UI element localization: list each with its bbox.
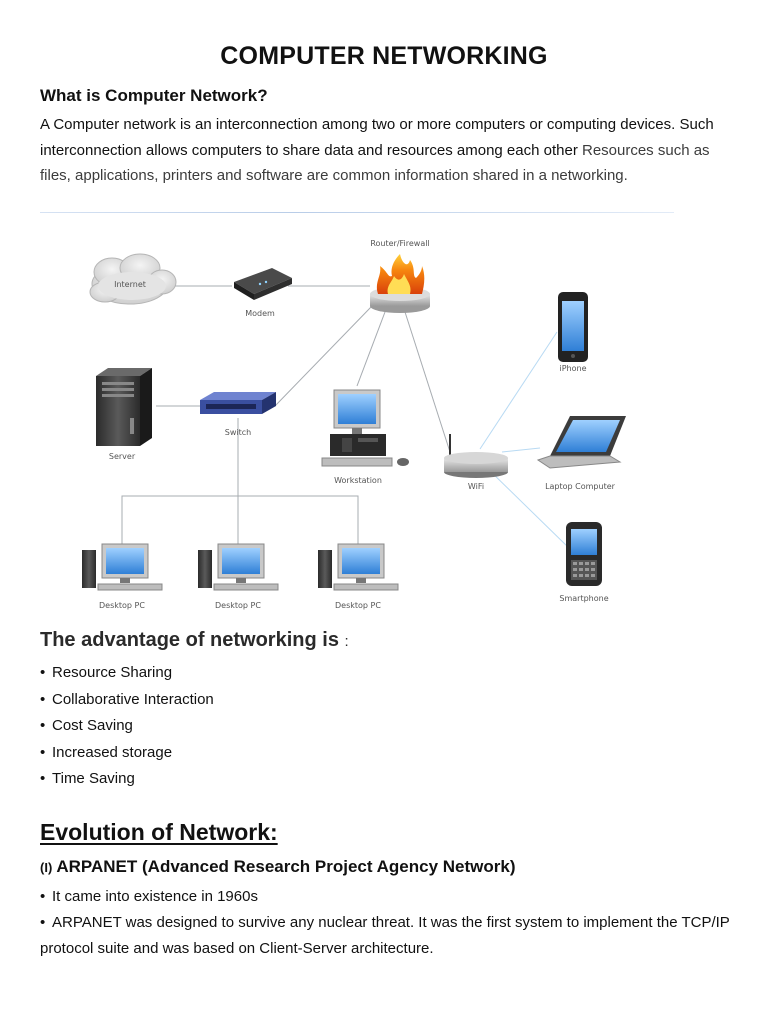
subsection-heading-arpanet: (I) ARPANET (Advanced Research Project A… <box>40 857 516 877</box>
wireless-links <box>479 331 571 550</box>
divider-line <box>40 212 674 213</box>
arpanet-list: •It came into existence in 1960s •ARPANE… <box>40 884 740 962</box>
bullet-icon: • <box>40 888 46 905</box>
modem-icon <box>234 268 292 300</box>
server-icon <box>96 368 152 446</box>
label-workstation: Workstation <box>334 476 382 485</box>
list-item: •Increased storage <box>40 740 214 767</box>
list-item: •Cost Saving <box>40 713 214 740</box>
bullet-icon: • <box>40 690 46 708</box>
section-heading-what-is-network: What is Computer Network? <box>40 86 268 105</box>
switch-icon <box>200 392 276 414</box>
intro-paragraph: A Computer network is an interconnection… <box>40 112 720 189</box>
internet-cloud-icon <box>89 253 177 305</box>
label-wifi: WiFi <box>468 482 484 491</box>
list-item: •ARPANET was designed to survive any nuc… <box>40 910 740 962</box>
advantages-list: •Resource Sharing •Collaborative Interac… <box>40 660 214 793</box>
label-internet: Internet <box>114 280 146 289</box>
list-item: •Collaborative Interaction <box>40 687 214 714</box>
advantage-heading-colon: : <box>344 633 349 650</box>
network-links <box>121 285 451 546</box>
bullet-icon: • <box>40 664 46 681</box>
label-desktop-pc-1: Desktop PC <box>99 601 145 610</box>
list-item: •Resource Sharing <box>40 660 214 687</box>
bullet-icon: • <box>40 717 46 734</box>
network-diagram: Internet Modem Router/Firewall iPhone <box>60 224 720 624</box>
label-server: Server <box>109 452 136 461</box>
bullet-icon: • <box>40 770 46 787</box>
subsection-number: (I) <box>40 860 53 875</box>
label-switch: Switch <box>225 428 251 437</box>
label-iphone: iPhone <box>559 364 586 373</box>
arpanet-heading-text: ARPANET (Advanced Research Project Agenc… <box>56 857 516 876</box>
list-item: •Time Saving <box>40 766 214 793</box>
list-item: •It came into existence in 1960s <box>40 884 740 910</box>
network-diagram-svg: Internet Modem Router/Firewall iPhone <box>82 239 626 610</box>
iphone-icon <box>558 292 588 362</box>
label-smartphone: Smartphone <box>559 594 608 603</box>
wifi-access-point-icon <box>444 434 508 478</box>
intro-text-secondary: Resources such as files, applications, p… <box>40 141 710 185</box>
laptop-icon <box>536 416 626 469</box>
firewall-router-icon <box>370 254 430 313</box>
workstation-icon <box>321 389 409 467</box>
bullet-icon: • <box>40 743 46 761</box>
label-laptop: Laptop Computer <box>545 482 616 491</box>
smartphone-icon <box>566 522 602 586</box>
section-heading-advantages: The advantage of networking is : <box>40 629 349 652</box>
intro-text-main: A Computer network is an interconnection… <box>40 116 714 159</box>
label-modem: Modem <box>245 309 275 318</box>
advantage-heading-text: The advantage of networking is <box>40 629 339 651</box>
desktop-pc-icon <box>318 543 399 591</box>
page-title: COMPUTER NETWORKING <box>220 42 548 70</box>
desktop-pc-icon <box>198 543 279 591</box>
label-desktop-pc-2: Desktop PC <box>215 601 261 610</box>
bullet-icon: • <box>40 914 46 931</box>
label-desktop-pc-3: Desktop PC <box>335 601 381 610</box>
section-heading-evolution: Evolution of Network: <box>40 819 278 845</box>
desktop-pc-icon <box>82 543 163 591</box>
label-router-firewall: Router/Firewall <box>370 239 429 248</box>
